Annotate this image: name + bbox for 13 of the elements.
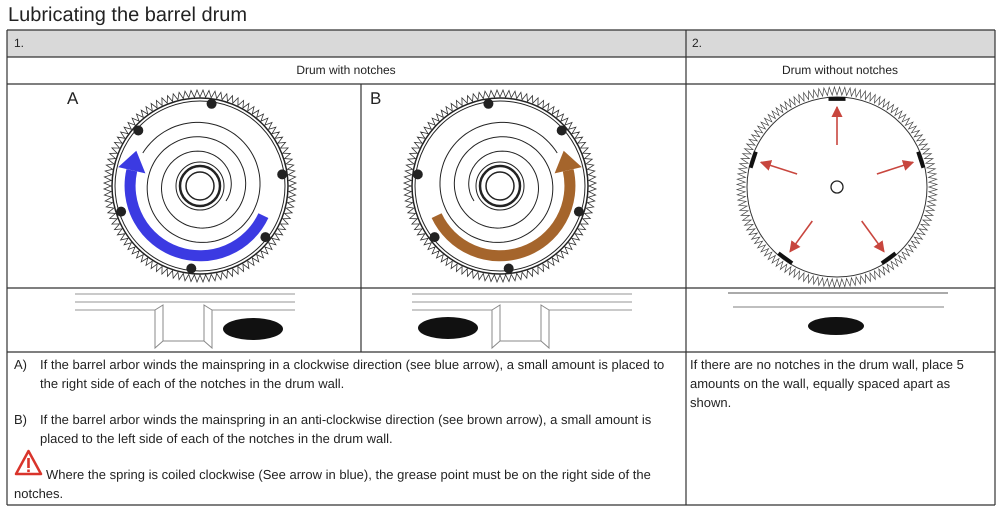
list-marker: B) xyxy=(14,411,27,429)
warning-text: Where the spring is coiled clockwise (See arrow in blue), the grease point must be on the right side of the notches. xyxy=(14,466,652,503)
instruction-text: If there are no notches in the drum wall, place 5 amounts on the wall, equally spaced apart as shown. xyxy=(690,356,965,412)
panel-letter: B xyxy=(370,88,382,110)
column-heading: Drum without notches xyxy=(782,62,898,79)
page-title: Lubricating the barrel drum xyxy=(8,3,248,27)
instruction-text: If the barrel arbor winds the mainspring in an anti-clockwise direction (see brown arrow), a small amount is placed to the left side of each of the notches in the drum wall. xyxy=(40,411,652,448)
instruction-text: If the barrel arbor winds the mainspring in a clockwise direction (see blue arrow), a small amount is placed to the right side of each of the notches in the drum wall. xyxy=(40,356,666,393)
section-number: 1. xyxy=(14,35,24,52)
section-number: 2. xyxy=(692,35,702,52)
list-marker: A) xyxy=(14,356,27,374)
panel-letter: A xyxy=(67,88,78,110)
column-heading: Drum with notches xyxy=(296,62,396,79)
